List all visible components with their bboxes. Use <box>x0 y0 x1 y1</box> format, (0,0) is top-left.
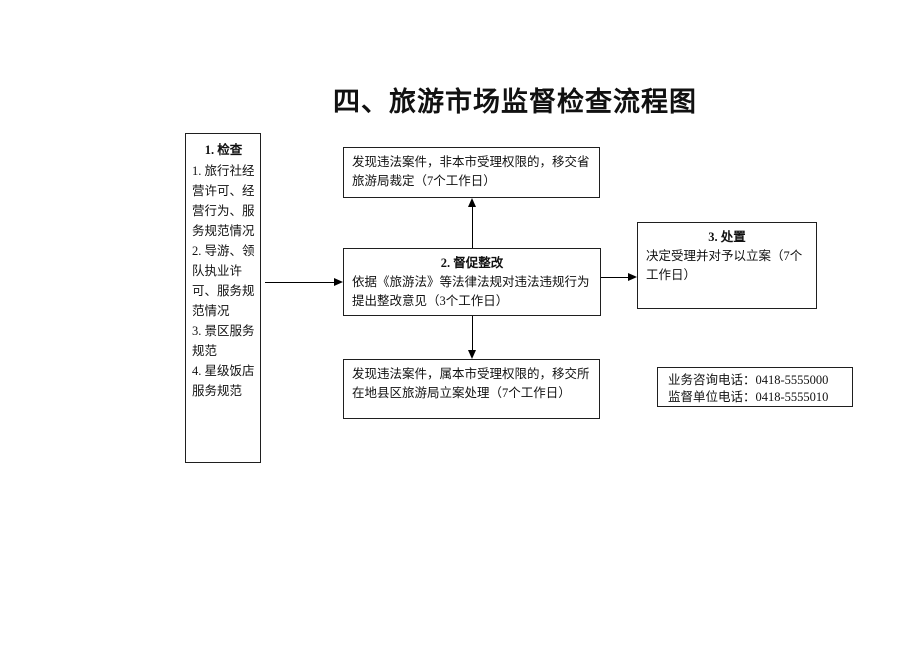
supervise-box-title: 2. 督促整改 <box>440 256 504 270</box>
arrow-up-head-icon <box>468 198 476 207</box>
check-item-4: 4. 星级饭店服务规范 <box>192 364 255 398</box>
check-box-title: 1. 检查 <box>204 143 243 157</box>
transfer-county-text: 发现违法案件，属本市受理权限的，移交所在地县区旅游局立案处理（7个工作日） <box>352 367 590 400</box>
dispose-text: 决定受理并对予以立案（7个工作日） <box>646 249 803 282</box>
contact-info-box: 业务咨询电话：0418-5555000 监督单位电话：0418-5555010 <box>657 367 853 407</box>
check-item-3: 3. 景区服务规范 <box>192 324 255 358</box>
check-item-2: 2. 导游、领队执业许可、服务规范情况 <box>192 244 255 318</box>
check-item-1: 1. 旅行社经营许可、经营行为、服务规范情况 <box>192 164 255 238</box>
arrow-shaft <box>472 316 473 352</box>
dispose-box-title: 3. 处置 <box>708 230 746 244</box>
arrow-right-head-icon <box>334 278 343 286</box>
supervise-text: 依据《旅游法》等法律法规对违法违规行为提出整改意见（3个工作日） <box>352 275 590 308</box>
page-title: 四、旅游市场监督检查流程图 <box>333 87 697 117</box>
arrow-down-head-icon <box>468 350 476 359</box>
arrow-shaft <box>601 277 629 278</box>
flow-box-check: 1. 检查 1. 旅行社经营许可、经营行为、服务规范情况 2. 导游、领队执业许… <box>185 133 261 463</box>
arrow-right-head-icon <box>628 273 637 281</box>
arrow-shaft <box>472 206 473 248</box>
contact-phone-supervision: 监督单位电话：0418-5555010 <box>668 390 829 404</box>
flow-box-supervise: 2. 督促整改 依据《旅游法》等法律法规对违法违规行为提出整改意见（3个工作日） <box>343 248 601 316</box>
flow-box-transfer-county: 发现违法案件，属本市受理权限的，移交所在地县区旅游局立案处理（7个工作日） <box>343 359 600 419</box>
flow-box-dispose: 3. 处置 决定受理并对予以立案（7个工作日） <box>637 222 817 309</box>
arrow-shaft <box>265 282 335 283</box>
contact-phone-consult: 业务咨询电话：0418-5555000 <box>668 373 829 387</box>
flow-box-transfer-province: 发现违法案件，非本市受理权限的，移交省旅游局裁定（7个工作日） <box>343 147 600 198</box>
transfer-province-text: 发现违法案件，非本市受理权限的，移交省旅游局裁定（7个工作日） <box>352 155 590 188</box>
